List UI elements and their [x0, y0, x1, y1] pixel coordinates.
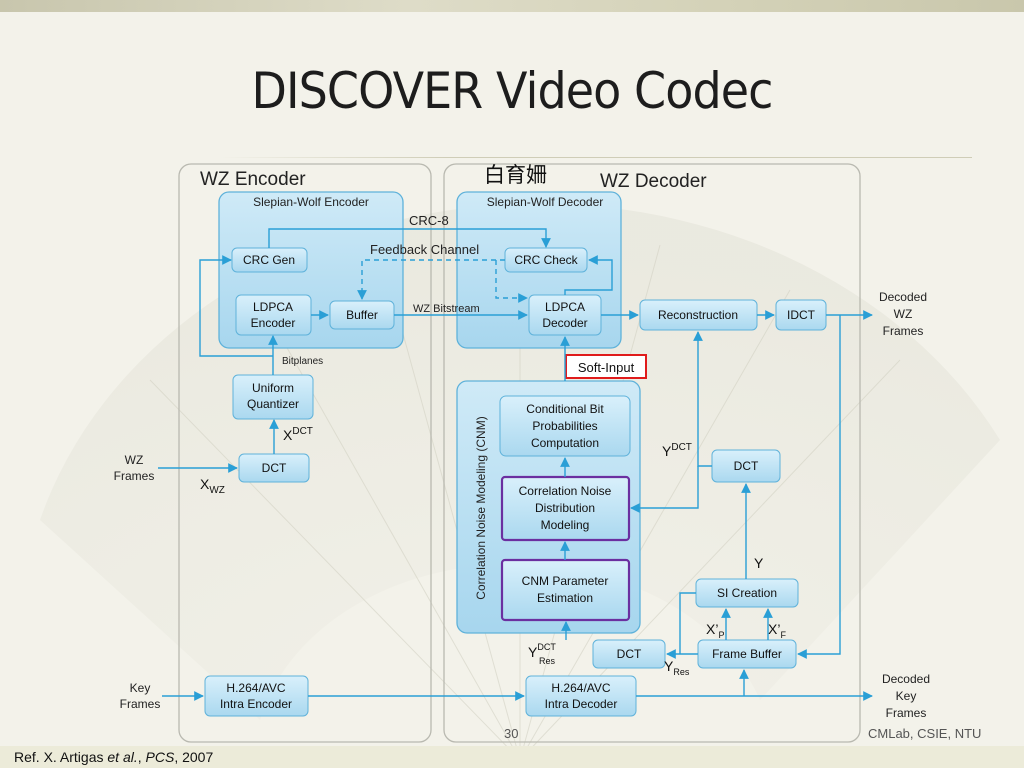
idct-label: IDCT — [787, 308, 816, 322]
decoded-key-frames-2: Key — [896, 689, 917, 703]
slepian-wolf-decoder-title: Slepian-Wolf Decoder — [487, 195, 604, 209]
connectors — [158, 228, 873, 701]
decoded-key-frames-3: Frames — [886, 706, 927, 720]
ldpca-decoder-label-2: Decoder — [542, 316, 587, 330]
cnm-param-est-block — [500, 558, 631, 622]
dct-bottom-label: DCT — [617, 647, 642, 661]
wz-frames-input-1: WZ — [125, 453, 144, 467]
feedback-channel-label: Feedback Channel — [370, 242, 479, 257]
title-divider — [220, 157, 972, 158]
buffer-label: Buffer — [346, 308, 378, 322]
cnm-param-est-label-1: CNM Parameter — [522, 574, 609, 588]
ldpca-encoder-label-1: LDPCA — [253, 300, 293, 314]
ldpca-decoder-label-1: LDPCA — [545, 300, 585, 314]
cnm-param-est-label-2: Estimation — [537, 591, 593, 605]
dct-right-label: DCT — [734, 459, 759, 473]
slepian-wolf-encoder-title: Slepian-Wolf Encoder — [253, 195, 369, 209]
si-creation-label: SI Creation — [717, 586, 777, 600]
soft-input-label: Soft-Input — [578, 360, 635, 375]
dct-bottom-block — [592, 639, 666, 669]
reference-etal: et al. — [107, 749, 138, 765]
cond-bit-prob-block — [499, 395, 631, 457]
reference-venue: PCS — [145, 749, 175, 765]
h264-intra-encoder-label-2: Intra Encoder — [220, 697, 292, 711]
crc-check-label: CRC Check — [514, 253, 578, 267]
corr-noise-dist-label-1: Correlation Noise — [519, 484, 612, 498]
cond-bit-prob-label-1: Conditional Bit — [526, 402, 604, 416]
dct-encoder-label: DCT — [262, 461, 287, 475]
slide-title: DISCOVER Video Codec — [251, 62, 774, 120]
footer-affiliation: CMLab, CSIE, NTU — [868, 726, 982, 741]
corr-noise-dist-label-2: Distribution — [535, 501, 595, 515]
wz-bitstream-label: WZ Bitstream — [413, 303, 480, 315]
decoded-wz-frames-1: Decoded — [879, 290, 927, 304]
uniform-quantizer-label-2: Quantizer — [247, 397, 299, 411]
reference-comma: , — [137, 749, 146, 765]
yres-dct-label: YDCT — [528, 642, 556, 660]
yres-label: YRes — [664, 658, 690, 677]
wz-encoder-frame — [178, 163, 432, 743]
uniform-quantizer-label-1: Uniform — [252, 381, 294, 395]
reference-prefix: Ref. X. Artigas — [14, 749, 108, 765]
decoded-key-frames-1: Decoded — [882, 672, 930, 686]
reference-bar — [0, 746, 1024, 768]
corr-noise-dist-label-3: Modeling — [541, 518, 590, 532]
top-decor-bar — [0, 0, 1024, 12]
xp-label: X’P — [706, 621, 724, 640]
crc-gen-label: CRC Gen — [243, 253, 295, 267]
wz-decoder-title: WZ Decoder — [600, 171, 707, 192]
reconstruction-label: Reconstruction — [658, 308, 738, 322]
wz-decoder-frame — [443, 163, 861, 743]
h264-intra-decoder-label-2: Intra Decoder — [545, 697, 618, 711]
wz-encoder-title: WZ Encoder — [200, 169, 306, 190]
garbled-author-text: 白育姍 — [484, 163, 547, 187]
yres-dct-sub: Res — [539, 656, 556, 666]
frame-buffer-label: Frame Buffer — [712, 647, 782, 661]
wz-frames-input-2: Frames — [114, 469, 155, 483]
soft-input-box — [565, 354, 647, 379]
key-frames-input-1: Key — [130, 681, 151, 695]
xdct-label: XDCT — [283, 426, 313, 443]
bitplanes-label: Bitplanes — [282, 356, 323, 367]
cnm-label: Correlation Noise Modeling (CNM) — [474, 416, 488, 599]
cond-bit-prob-label-3: Computation — [531, 436, 599, 450]
page-number: 30 — [504, 726, 519, 741]
h264-intra-decoder-label-1: H.264/AVC — [551, 681, 610, 695]
feedback-connectors — [357, 259, 528, 303]
ydct-label: YDCT — [662, 442, 692, 459]
key-frames-input-2: Frames — [120, 697, 161, 711]
ldpca-encoder-label-2: Encoder — [251, 316, 296, 330]
crc8-label: CRC-8 — [409, 213, 449, 228]
cond-bit-prob-label-2: Probabilities — [532, 419, 597, 433]
h264-intra-encoder-label-1: H.264/AVC — [226, 681, 285, 695]
reference-citation: Ref. X. Artigas et al., PCS, 2007 — [14, 749, 213, 765]
decoded-wz-frames-3: Frames — [883, 324, 924, 338]
y-label: Y — [754, 555, 764, 571]
reference-year: , 2007 — [174, 749, 214, 765]
decoded-wz-frames-2: WZ — [894, 307, 913, 321]
xwz-label: XWZ — [200, 476, 225, 496]
xf-label: X’F — [768, 621, 786, 640]
